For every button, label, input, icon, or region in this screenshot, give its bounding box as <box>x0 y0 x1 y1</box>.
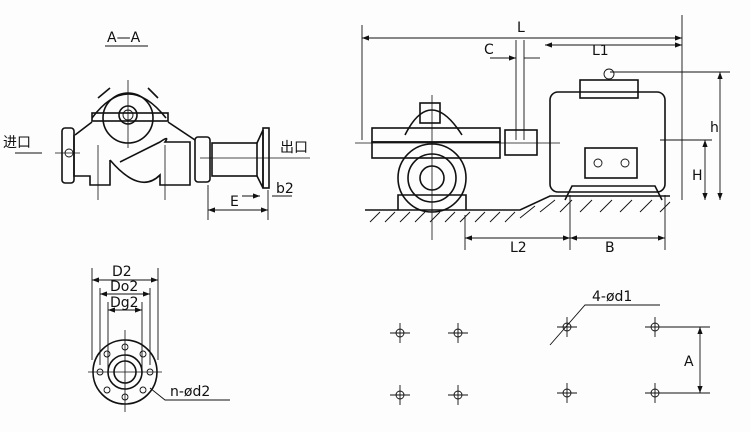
section-view: A—A 进口 出口 E b2 <box>3 30 310 220</box>
flange-view: D2 Do2 Dg2 n-ød2 <box>88 264 230 412</box>
dim-h-label: H <box>692 168 703 184</box>
dim-c-label: C <box>484 42 494 58</box>
section-title: A—A <box>107 30 141 46</box>
dim-e-label: E <box>230 194 239 210</box>
bolt-holes-foundation-label: 4-ød1 <box>592 289 632 305</box>
foundation <box>365 195 671 223</box>
dim-d2-label: D2 <box>112 264 132 280</box>
dimension-e: E b2 <box>207 181 294 220</box>
dim-b2-label: b2 <box>276 181 294 197</box>
dim-b-label: B <box>605 240 615 256</box>
dim-l2-label: L2 <box>510 240 527 256</box>
motor-side <box>549 68 666 201</box>
inlet-label: 进口 <box>3 135 31 151</box>
pump-section <box>55 80 310 200</box>
outlet-label: 出口 <box>280 140 308 156</box>
side-view: L L1 C h H L2 B <box>355 15 730 256</box>
dim-do2-label: Do2 <box>110 279 138 295</box>
dim-l1-label: L1 <box>592 43 609 59</box>
dim-h-small-label: h <box>710 120 719 136</box>
dim-dg2-label: Dg2 <box>110 295 139 311</box>
dim-l-label: L <box>517 20 525 36</box>
dim-a-label: A <box>684 354 694 370</box>
foundation-bolt-layout: 4-ød1 A <box>390 289 710 405</box>
bolt-holes-flange-label: n-ød2 <box>170 384 210 400</box>
pump-side <box>355 95 560 240</box>
